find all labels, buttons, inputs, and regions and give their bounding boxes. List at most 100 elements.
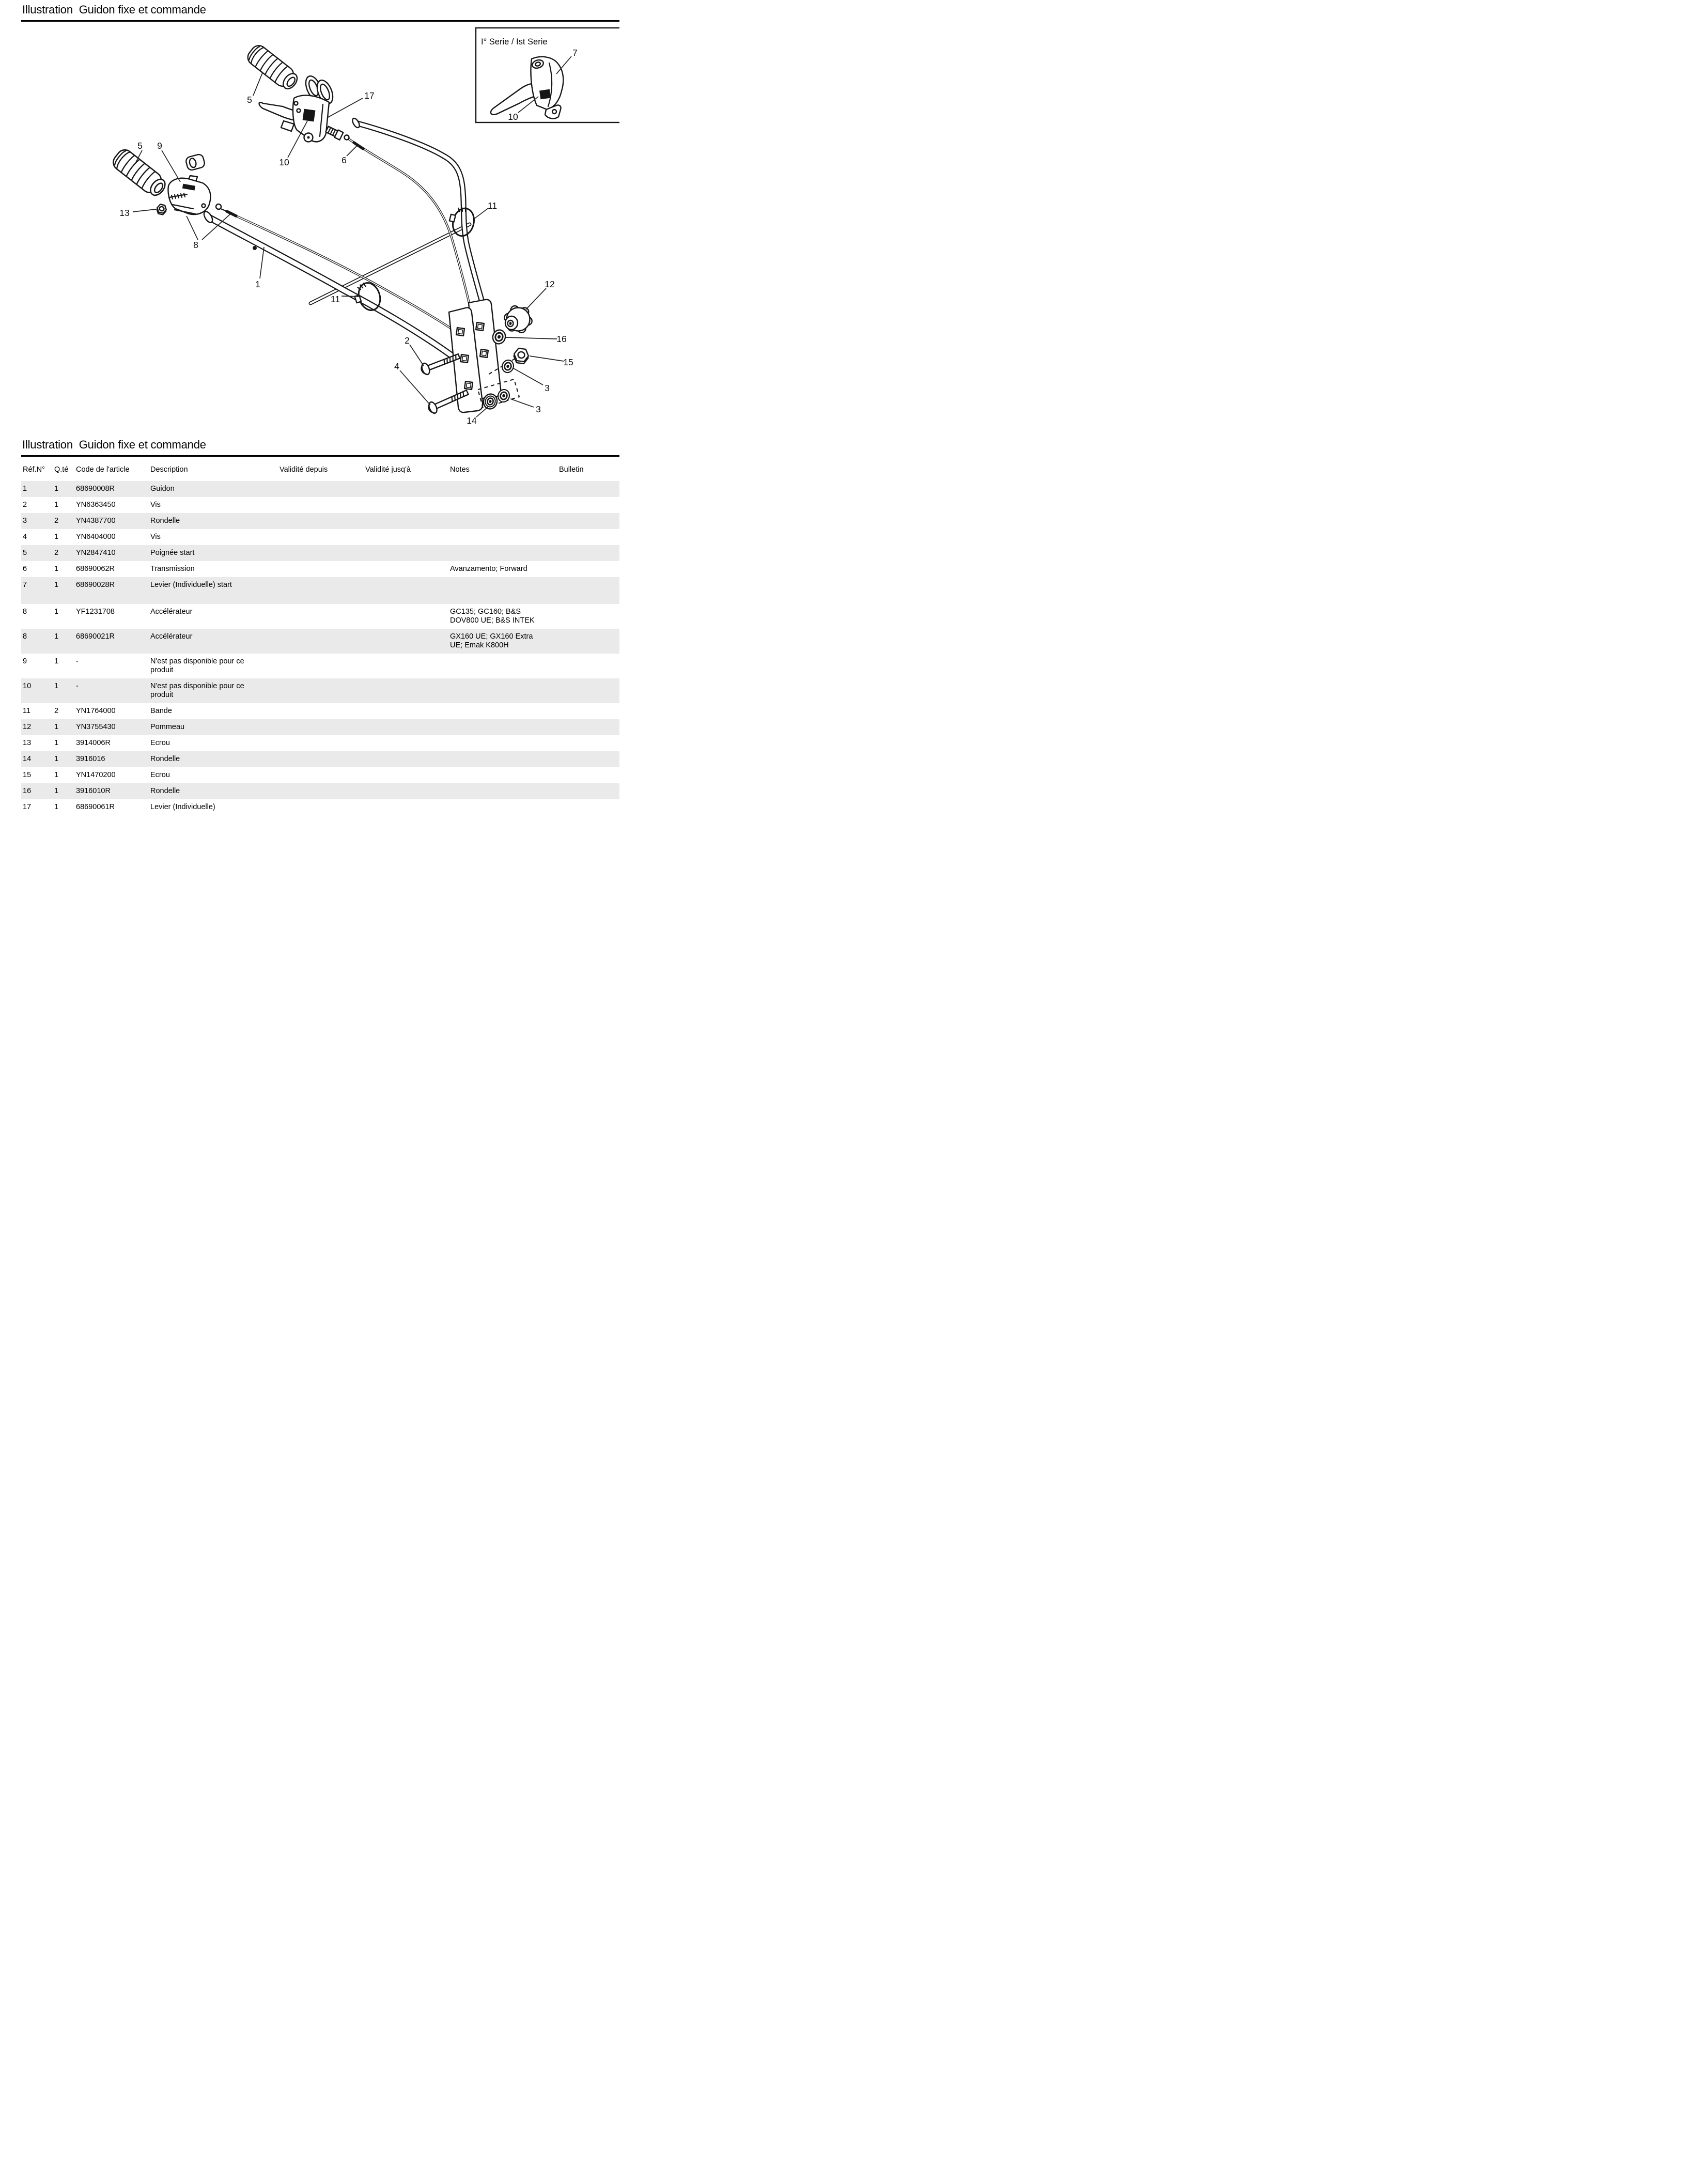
cell-notes — [448, 751, 557, 767]
cell-qty: 1 — [54, 787, 59, 795]
cell-until — [364, 783, 448, 799]
callout-2: 2 — [405, 335, 410, 346]
cell-ref: 14 — [23, 755, 32, 763]
leader-line-5 — [253, 72, 263, 96]
handlebar-right-tube — [352, 117, 493, 335]
callout-11: 11 — [488, 200, 497, 211]
callout-1: 1 — [255, 279, 260, 289]
cell-from — [278, 561, 364, 577]
leader-line-2 — [409, 344, 424, 366]
leader-line-12 — [525, 288, 547, 310]
cell-desc: N'est pas disponible pour ce produit — [150, 657, 244, 674]
cell-qty: 1 — [54, 657, 59, 665]
cell-from — [278, 604, 364, 629]
cell-notes: GX160 UE; GX160 Extra UE; Emak K800H — [450, 632, 533, 649]
cell-from — [278, 799, 364, 814]
cell-qty: 1 — [54, 485, 59, 493]
cell-qty: 1 — [54, 723, 59, 731]
col-qty: Q.té — [54, 466, 69, 474]
cell-bulletin — [557, 799, 619, 814]
leader-line-6 — [346, 145, 358, 157]
col-ref: Réf.N° — [23, 466, 45, 474]
dashed-box — [477, 378, 520, 409]
leader-line-14 — [476, 406, 489, 417]
cell-until — [364, 654, 448, 678]
cell-qty: 1 — [54, 739, 59, 747]
cell-from — [278, 497, 364, 513]
cell-qty: 1 — [54, 803, 59, 811]
cell-until — [364, 629, 448, 654]
cell-ref: 13 — [23, 739, 32, 747]
cell-desc: Poignée start — [150, 549, 195, 557]
cell-bulletin — [557, 654, 619, 678]
cell-desc: Vis — [150, 533, 161, 541]
cell-desc: Accélérateur — [150, 632, 193, 641]
leader-line-16 — [505, 337, 557, 339]
callout-13: 13 — [119, 208, 129, 218]
cell-code: YF1231708 — [76, 608, 115, 616]
parts-table: Réf.N° Q.té Code de l'article Descriptio… — [21, 463, 619, 814]
cell-from — [278, 529, 364, 545]
cell-code: 68690061R — [76, 803, 115, 811]
cell-code: YN1470200 — [76, 771, 116, 779]
col-bulletin: Bulletin — [559, 466, 584, 474]
cell-bulletin — [557, 629, 619, 654]
cell-desc: Ecrou — [150, 739, 170, 747]
cell-code: 3916016 — [76, 755, 105, 763]
washer-3b — [498, 389, 510, 403]
cell-desc: Guidon — [150, 485, 175, 493]
cell-bulletin — [557, 497, 619, 513]
cell-desc: Ecrou — [150, 771, 170, 779]
cell-bulletin — [557, 703, 619, 719]
cell-code: - — [76, 657, 79, 665]
callout-4: 4 — [394, 361, 399, 371]
cell-desc: Levier (Individuelle) start — [150, 581, 232, 589]
col-until: Validité jusq'à — [365, 466, 411, 474]
cell-code: 68690021R — [76, 632, 115, 641]
cell-from — [278, 719, 364, 735]
cell-bulletin — [557, 529, 619, 545]
cell-from — [278, 783, 364, 799]
cell-notes — [448, 545, 557, 561]
cell-ref: 7 — [23, 581, 27, 589]
cell-desc: N'est pas disponible pour ce produit — [150, 682, 244, 699]
washer-14 — [483, 393, 498, 410]
cell-qty: 1 — [54, 533, 59, 541]
table-header-row: Réf.N° Q.té Code de l'article Descriptio… — [21, 463, 619, 481]
page-title: Illustration Guidon fixe et commande — [21, 0, 619, 22]
callout-16: 16 — [556, 334, 566, 344]
cell-until — [364, 497, 448, 513]
cell-notes — [448, 783, 557, 799]
cell-desc: Rondelle — [150, 755, 180, 763]
cell-desc: Transmission — [150, 565, 195, 573]
leader-line-10 — [287, 120, 308, 158]
callout-5: 5 — [247, 95, 252, 105]
col-code: Code de l'article — [76, 466, 130, 474]
cell-code: 68690062R — [76, 565, 115, 573]
inset-label: I° Serie / Ist Serie — [481, 37, 548, 47]
leader-line-13 — [132, 209, 157, 212]
cell-code: YN2847410 — [76, 549, 116, 557]
cell-until — [364, 751, 448, 767]
callout-10: 10 — [279, 157, 289, 167]
cell-until — [364, 735, 448, 751]
leader-line-4 — [399, 370, 431, 406]
